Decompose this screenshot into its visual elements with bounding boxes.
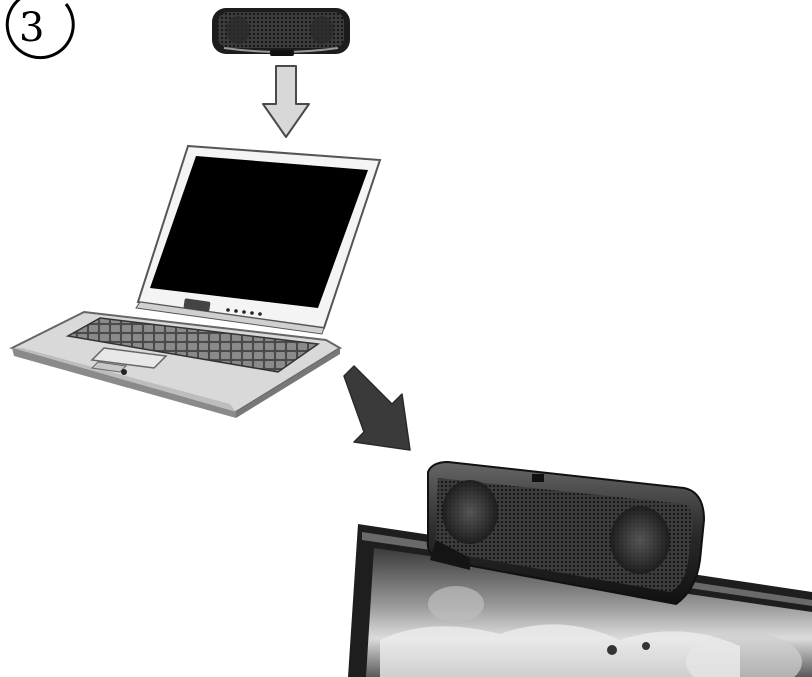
step-number-badge: 3 [7, 0, 73, 58]
clip-on-speaker-icon [212, 8, 350, 56]
monitor-with-speaker-icon [348, 462, 812, 677]
arrow-down-right-icon [344, 366, 410, 450]
laptop-icon [12, 146, 380, 418]
step-number-text: 3 [19, 5, 44, 51]
arrow-down-icon [263, 66, 309, 137]
